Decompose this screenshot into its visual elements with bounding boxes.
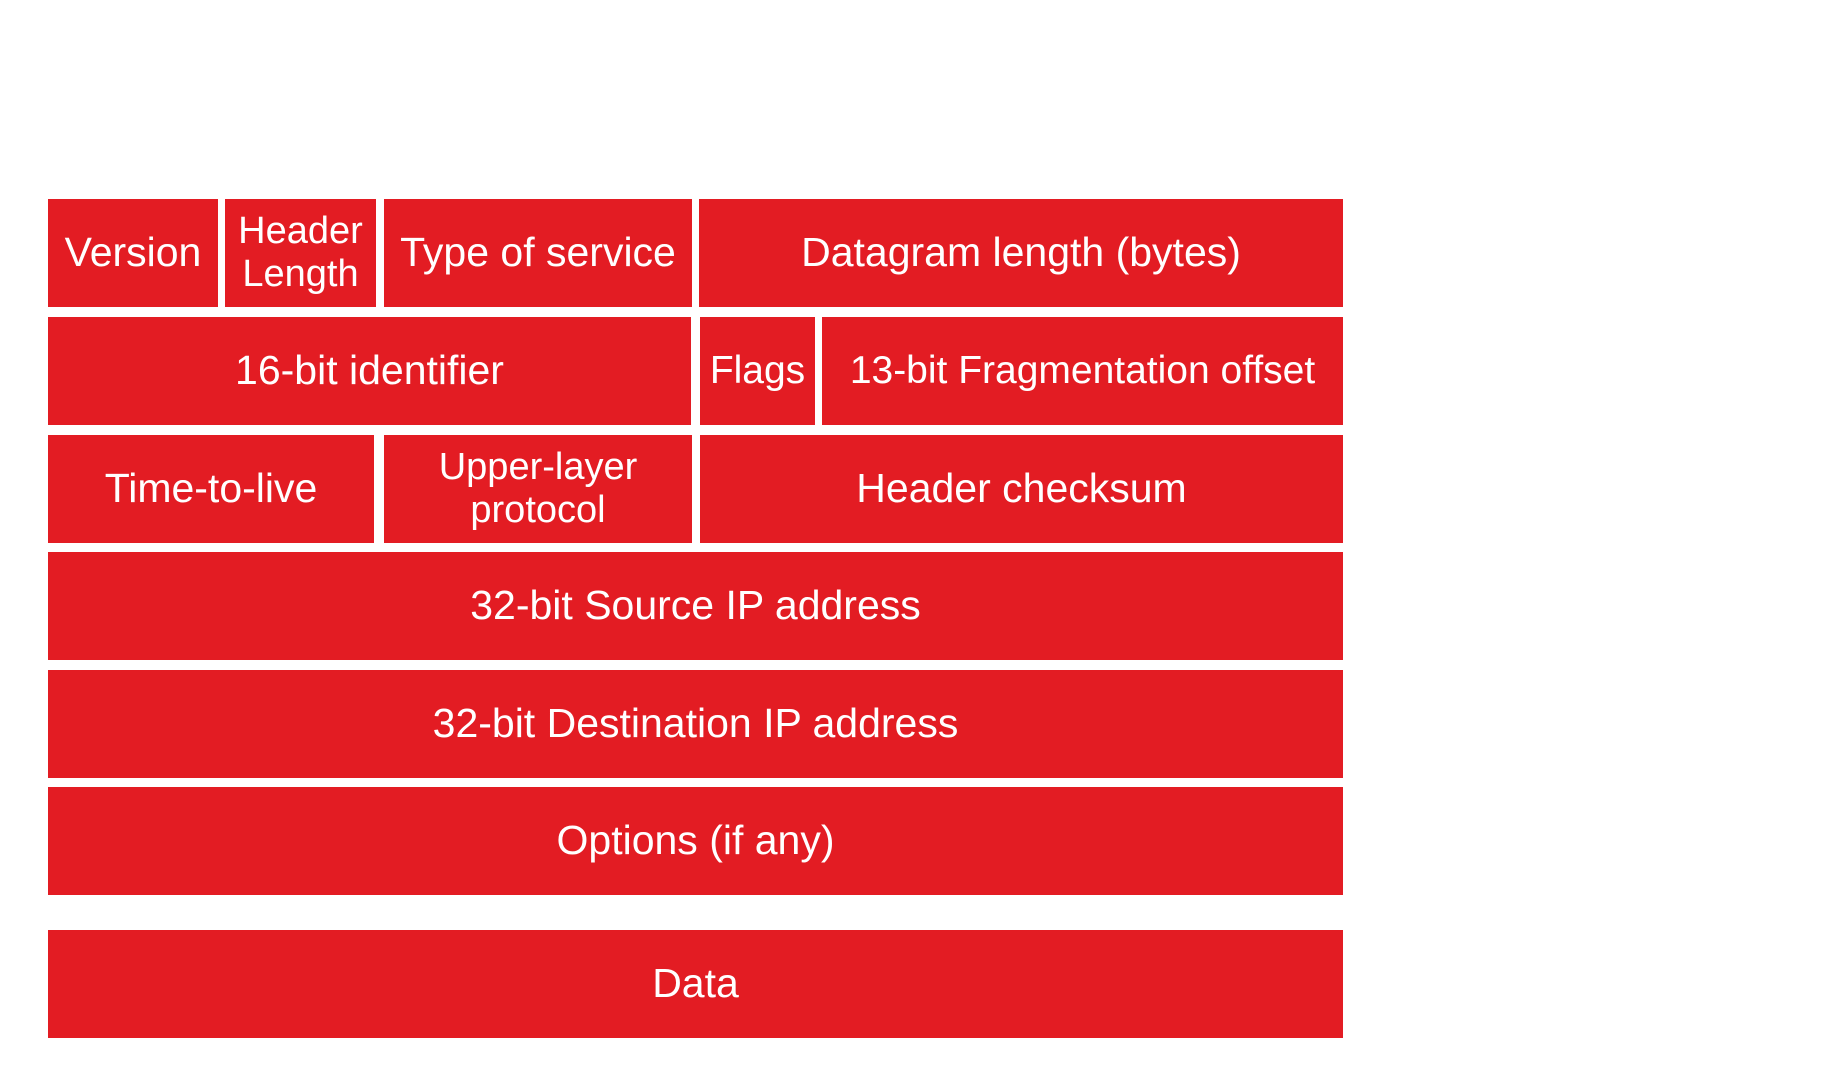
field-upper-layer-protocol-label: Upper-layer protocol <box>438 446 638 531</box>
field-destination-ip-label: 32-bit Destination IP address <box>432 700 959 747</box>
field-data-label: Data <box>652 960 739 1007</box>
field-header-length-label: Header Length <box>238 210 363 295</box>
field-flags: Flags <box>700 317 815 425</box>
field-flags-label: Flags <box>709 348 806 392</box>
field-type-of-service-label: Type of service <box>400 229 676 276</box>
field-upper-layer-protocol: Upper-layer protocol <box>384 435 692 543</box>
field-version: Version <box>48 199 218 307</box>
field-fragmentation-offset: 13-bit Fragmentation offset <box>822 317 1343 425</box>
field-fragmentation-offset-label: 13-bit Fragmentation offset <box>849 348 1316 392</box>
field-options-label: Options (if any) <box>556 817 835 864</box>
field-header-length: Header Length <box>225 199 376 307</box>
field-destination-ip: 32-bit Destination IP address <box>48 670 1343 778</box>
field-version-label: Version <box>64 229 202 276</box>
field-source-ip-label: 32-bit Source IP address <box>470 582 921 629</box>
field-data: Data <box>48 930 1343 1038</box>
field-time-to-live: Time-to-live <box>48 435 374 543</box>
field-source-ip: 32-bit Source IP address <box>48 552 1343 660</box>
field-type-of-service: Type of service <box>384 199 692 307</box>
field-header-checksum-label: Header checksum <box>856 465 1187 512</box>
field-datagram-length-label: Datagram length (bytes) <box>801 229 1241 276</box>
field-identifier: 16-bit identifier <box>48 317 691 425</box>
field-datagram-length: Datagram length (bytes) <box>699 199 1343 307</box>
field-header-checksum: Header checksum <box>700 435 1343 543</box>
field-identifier-label: 16-bit identifier <box>235 347 504 394</box>
field-options: Options (if any) <box>48 787 1343 895</box>
field-time-to-live-label: Time-to-live <box>104 465 318 512</box>
